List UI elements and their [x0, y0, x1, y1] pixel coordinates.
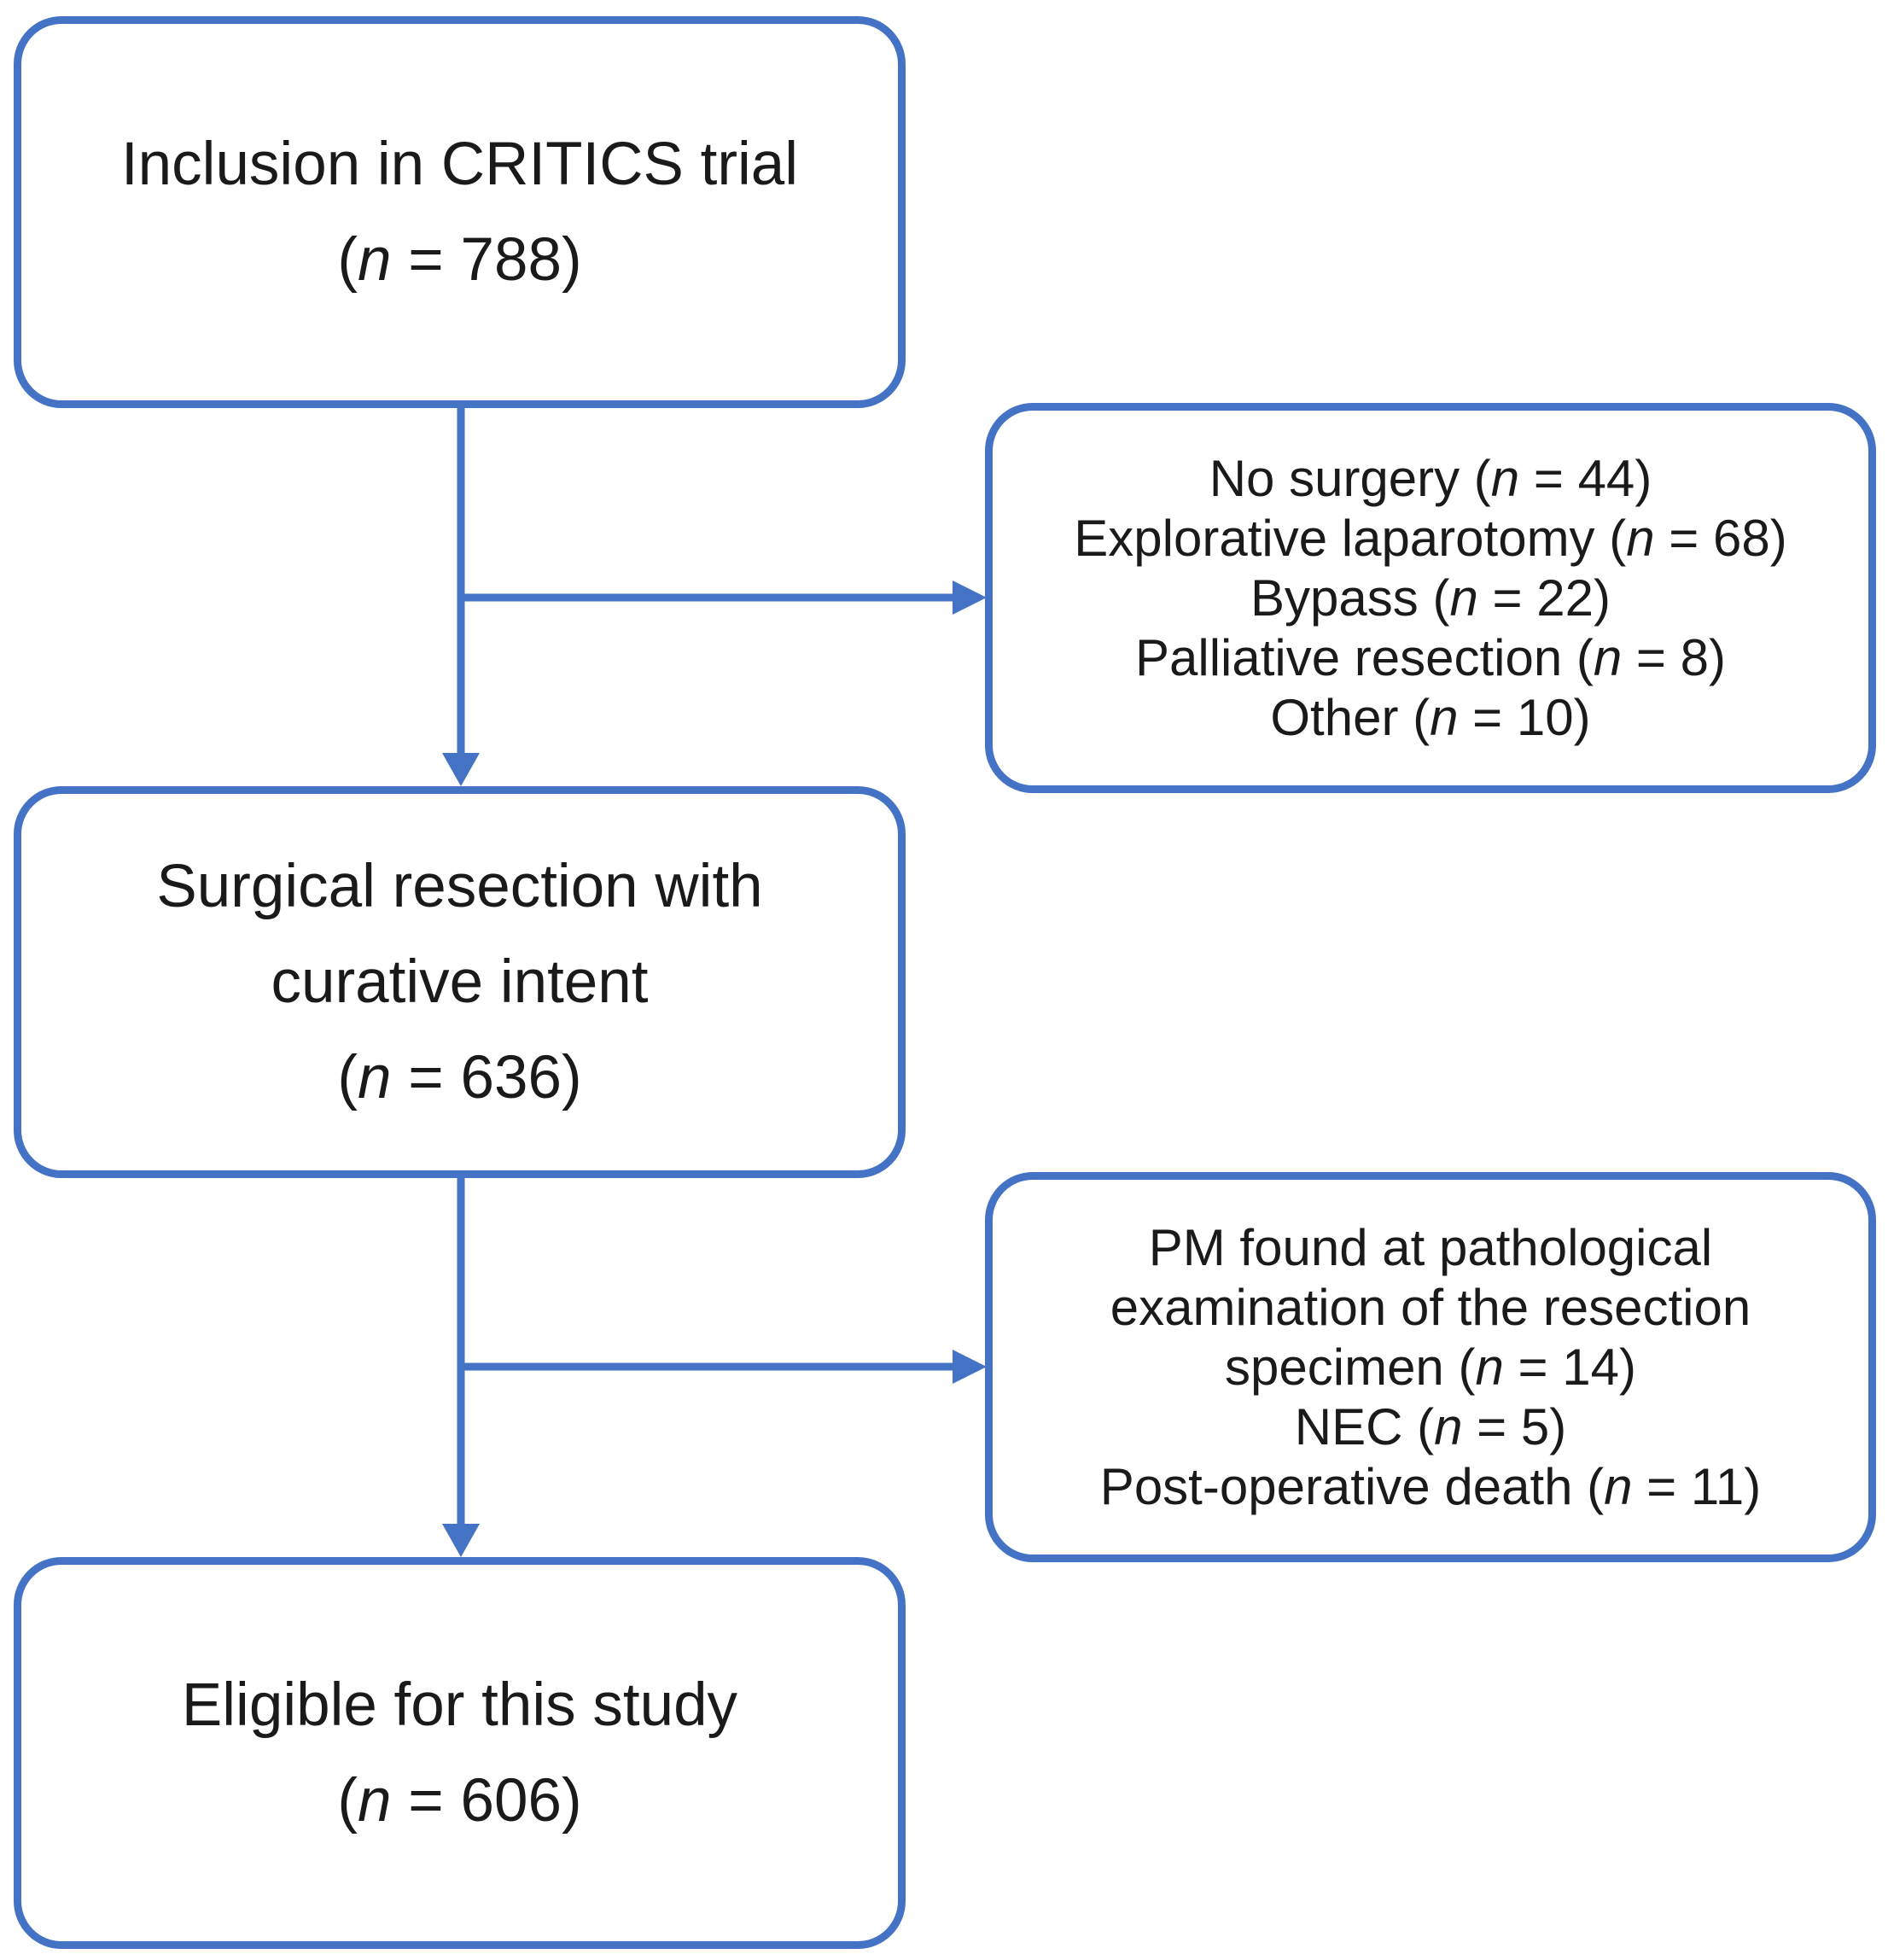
exclusion-item: Other (n = 10) [1270, 688, 1591, 746]
arrowhead-right-1 [953, 580, 987, 615]
eligible-label: Eligible for this study [181, 1671, 738, 1739]
inclusion-label: Inclusion in CRITICS trial [120, 130, 799, 198]
exclusion-item: No surgery (n = 44) [1209, 449, 1652, 507]
inclusion-count: (n = 788) [337, 225, 582, 294]
exclusion-item: NEC (n = 5) [1294, 1397, 1567, 1455]
surgical-resection-box: Surgical resection with curative intent … [14, 786, 906, 1178]
surgical-label-line-1: Surgical resection with [156, 852, 763, 920]
exclusion-item: Bypass (n = 22) [1250, 569, 1611, 627]
inclusion-box: Inclusion in CRITICS trial (n = 788) [14, 16, 906, 408]
surgical-n-value: 636 [460, 1043, 562, 1111]
arrowhead-down-2 [442, 1524, 480, 1557]
pm-line-2: examination of the resection [1110, 1278, 1751, 1336]
eligible-n-value: 606 [460, 1766, 562, 1835]
arrowhead-down-1 [442, 753, 480, 786]
pm-line-1: PM found at pathological [1148, 1218, 1713, 1276]
surgical-count: (n = 636) [337, 1043, 582, 1111]
pm-line-3: specimen (n = 14) [1225, 1338, 1636, 1396]
exclusion-item: Palliative resection (n = 8) [1134, 628, 1727, 686]
inclusion-n-value: 788 [460, 225, 562, 294]
arrowhead-right-2 [953, 1350, 987, 1384]
exclusion-item: Explorative laparotomy (n = 68) [1074, 509, 1787, 567]
exclusion-item: Post-operative death (n = 11) [1099, 1457, 1762, 1515]
exclusion-box-2: PM found at pathological examination of … [985, 1172, 1876, 1562]
surgical-label-line-2: curative intent [271, 948, 649, 1016]
exclusion-box-1: No surgery (n = 44) Explorative laparoto… [985, 403, 1876, 793]
eligible-count: (n = 606) [337, 1766, 582, 1835]
eligible-box: Eligible for this study (n = 606) [14, 1557, 906, 1949]
